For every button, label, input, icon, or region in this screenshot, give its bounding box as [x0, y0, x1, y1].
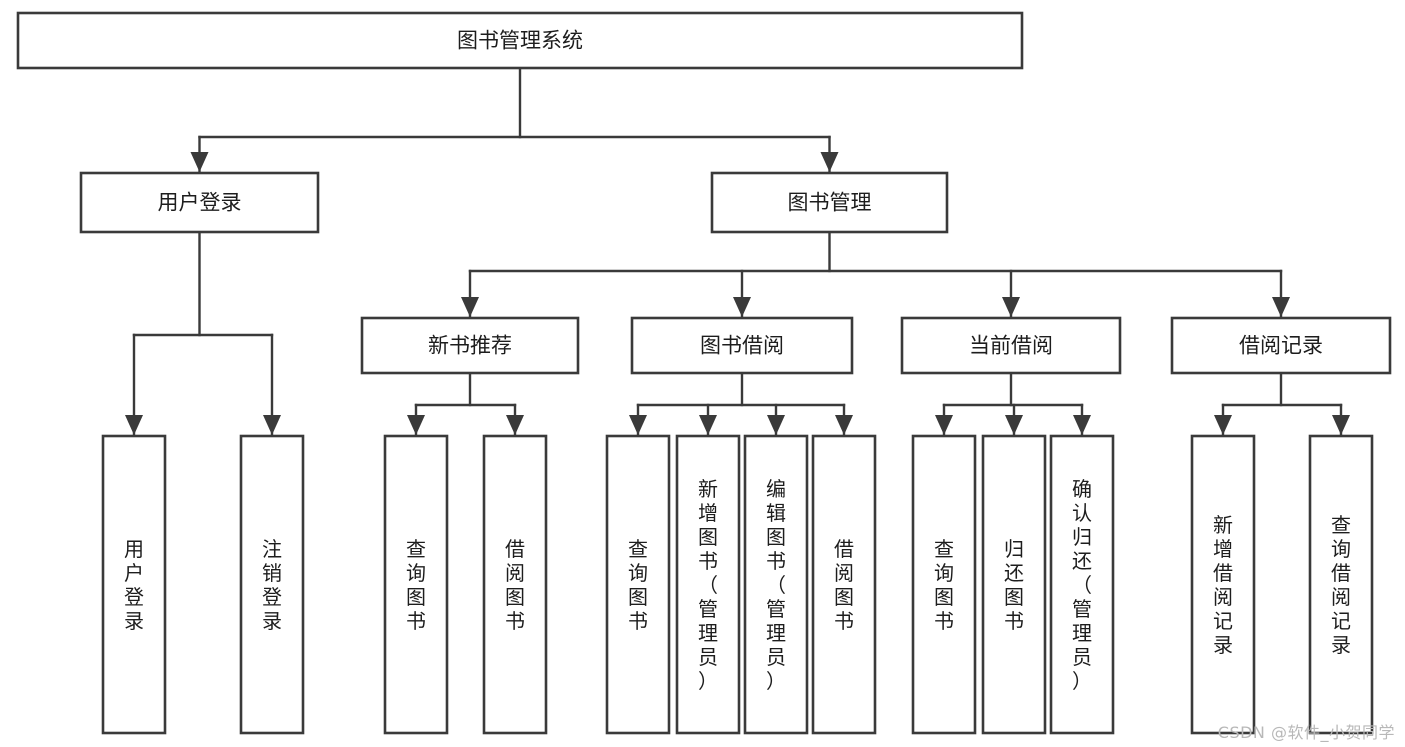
node-leaf-新增图书管理员-5[interactable]: 新增图书（管理员） [675, 434, 741, 735]
node-label: 用户登录 [158, 191, 242, 215]
node-l2-用户登录-0[interactable]: 用户登录 [79, 171, 320, 234]
node-label: 图书管理系统 [457, 29, 583, 53]
node-leaf-编辑图书管理员-6[interactable]: 编辑图书（管理员） [743, 434, 809, 735]
node-leaf-注销登录-1[interactable]: 注销登录 [239, 434, 305, 735]
node-rect [1308, 434, 1374, 735]
node-l3-借阅记录-3[interactable]: 借阅记录 [1170, 316, 1392, 375]
arrow-head-icon [1332, 415, 1350, 435]
node-rect [383, 434, 449, 735]
node-label: 查询借阅记录 [1331, 513, 1351, 657]
node-label: 查询图书 [406, 537, 426, 633]
arrow-head-icon [629, 415, 647, 435]
node-label: 用户登录 [124, 537, 144, 633]
arrow-head-icon [835, 415, 853, 435]
node-rect [16, 11, 1024, 70]
node-leaf-查询图书-8[interactable]: 查询图书 [911, 434, 977, 735]
node-rect [675, 434, 741, 735]
watermark-text: CSDN @软件_小贺同学 [1217, 723, 1395, 742]
arrow-head-icon [1002, 297, 1020, 317]
arrow-head-icon [461, 297, 479, 317]
node-leaf-查询图书-2[interactable]: 查询图书 [383, 434, 449, 735]
node-leaf-借阅图书-3[interactable]: 借阅图书 [482, 434, 548, 735]
node-leaf-新增借阅记录-11[interactable]: 新增借阅记录 [1190, 434, 1256, 735]
arrow-head-icon [407, 415, 425, 435]
arrow-head-icon [1214, 415, 1232, 435]
arrow-head-icon [125, 415, 143, 435]
node-rect [710, 171, 949, 234]
node-label: 查询图书 [628, 537, 648, 633]
connectors-layer [125, 66, 1350, 436]
node-rect [360, 316, 580, 375]
node-label: 新增借阅记录 [1213, 513, 1233, 657]
arrow-head-icon [767, 415, 785, 435]
node-label: 图书借阅 [700, 334, 784, 358]
node-l3-当前借阅-2[interactable]: 当前借阅 [900, 316, 1122, 375]
arrow-head-icon [506, 415, 524, 435]
node-label: 确认归还（管理员） [1072, 477, 1092, 693]
node-label: 借阅图书 [834, 537, 854, 633]
arrow-head-icon [699, 415, 717, 435]
node-rect [630, 316, 854, 375]
node-l3-新书推荐-0[interactable]: 新书推荐 [360, 316, 580, 375]
arrow-head-icon [935, 415, 953, 435]
node-label: 注销登录 [262, 537, 282, 633]
node-rect [981, 434, 1047, 735]
node-label: 图书管理 [788, 191, 872, 215]
node-label: 借阅图书 [505, 537, 525, 633]
node-label: 借阅记录 [1239, 334, 1323, 358]
arrow-head-icon [1005, 415, 1023, 435]
node-label: 编辑图书（管理员） [766, 477, 786, 693]
node-rect [1170, 316, 1392, 375]
node-leaf-查询借阅记录-12[interactable]: 查询借阅记录 [1308, 434, 1374, 735]
arrow-head-icon [820, 152, 839, 172]
node-label: 归还图书 [1004, 537, 1024, 633]
arrow-head-icon [190, 152, 209, 172]
node-rect [605, 434, 671, 735]
node-rect [482, 434, 548, 735]
node-label: 当前借阅 [969, 334, 1053, 358]
node-rect [101, 434, 167, 735]
node-rect [79, 171, 320, 234]
arrow-head-icon [1272, 297, 1290, 317]
node-label: 新增图书（管理员） [698, 477, 718, 693]
node-rect [743, 434, 809, 735]
node-rect [811, 434, 877, 735]
node-rect [911, 434, 977, 735]
node-leaf-用户登录-0[interactable]: 用户登录 [101, 434, 167, 735]
node-rect [900, 316, 1122, 375]
node-leaf-归还图书-9[interactable]: 归还图书 [981, 434, 1047, 735]
node-rect [1190, 434, 1256, 735]
nodes-layer: 图书管理系统用户登录图书管理新书推荐图书借阅当前借阅借阅记录用户登录注销登录查询… [16, 11, 1392, 735]
node-label: 新书推荐 [428, 334, 512, 358]
node-leaf-借阅图书-7[interactable]: 借阅图书 [811, 434, 877, 735]
node-leaf-确认归还管理员-10[interactable]: 确认归还（管理员） [1049, 434, 1115, 735]
arrow-head-icon [1073, 415, 1091, 435]
arrow-head-icon [263, 415, 281, 435]
node-l3-图书借阅-1[interactable]: 图书借阅 [630, 316, 854, 375]
node-leaf-查询图书-4[interactable]: 查询图书 [605, 434, 671, 735]
node-rect [1049, 434, 1115, 735]
node-l2-图书管理-1[interactable]: 图书管理 [710, 171, 949, 234]
node-rect [239, 434, 305, 735]
node-root-图书管理系统-0[interactable]: 图书管理系统 [16, 11, 1024, 70]
arrow-head-icon [733, 297, 751, 317]
node-label: 查询图书 [934, 537, 954, 633]
